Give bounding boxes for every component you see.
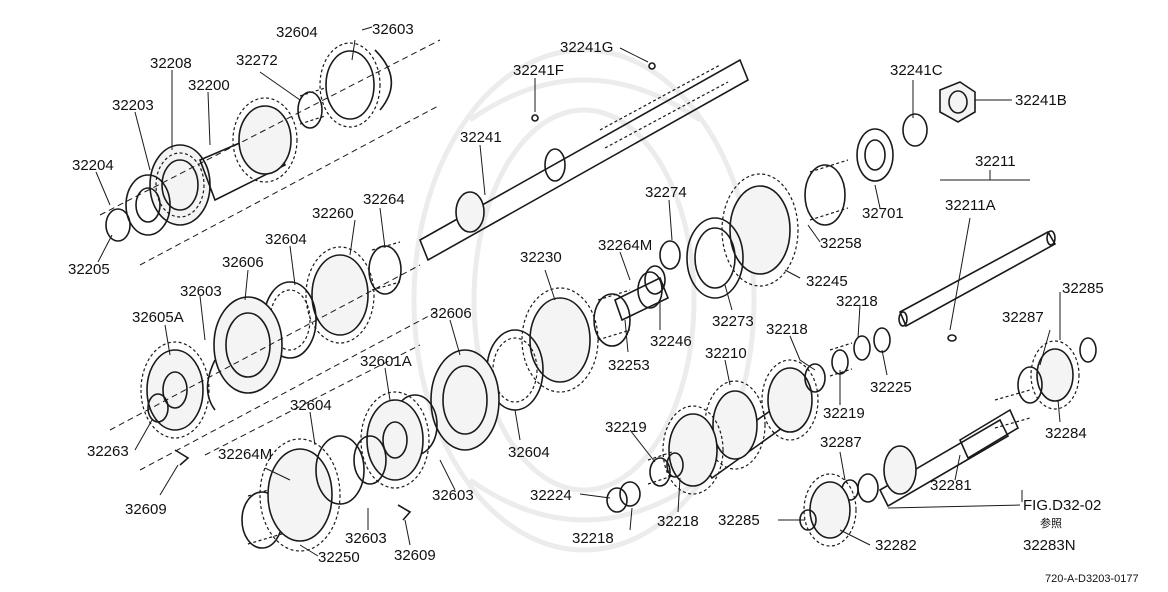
counter-gear-upper-right bbox=[644, 159, 849, 299]
fig-reference-code: 32283N bbox=[1023, 537, 1076, 554]
reference-callout: FIG.D32-02 参照 32283N bbox=[1023, 497, 1101, 554]
label-32264: 32264 bbox=[363, 191, 405, 208]
label-32219-a: 32219 bbox=[823, 405, 865, 422]
label-32253: 32253 bbox=[608, 357, 650, 374]
reverse-gear-assembly bbox=[799, 337, 1097, 547]
label-32211: 32211 bbox=[975, 153, 1016, 170]
label-32241C: 32241C bbox=[890, 62, 943, 79]
label-32273: 32273 bbox=[712, 313, 754, 330]
label-32281: 32281 bbox=[930, 477, 972, 494]
label-32241F: 32241F bbox=[513, 62, 564, 79]
image-code: 720-A-D3203-0177 bbox=[1045, 573, 1139, 585]
label-32210: 32210 bbox=[705, 345, 747, 362]
label-32250: 32250 bbox=[318, 549, 360, 566]
label-32218-b: 32218 bbox=[836, 293, 878, 310]
locknut-and-washer bbox=[856, 81, 976, 182]
label-32241B: 32241B bbox=[1015, 92, 1067, 109]
label-32208: 32208 bbox=[150, 55, 192, 72]
label-32218-a: 32218 bbox=[766, 321, 808, 338]
gear-cluster-center bbox=[360, 271, 670, 489]
label-32245: 32245 bbox=[806, 273, 848, 290]
reverse-idler-shaft-32211 bbox=[898, 230, 1057, 342]
label-32258: 32258 bbox=[820, 235, 862, 252]
label-32287-low: 32287 bbox=[820, 434, 862, 451]
part-labels: 32604 32603 32208 32272 32203 32200 3220… bbox=[68, 21, 1104, 566]
label-32218-d: 32218 bbox=[657, 513, 699, 530]
label-32263: 32263 bbox=[87, 443, 129, 460]
label-32284: 32284 bbox=[1045, 425, 1087, 442]
label-32204: 32204 bbox=[72, 157, 114, 174]
label-32604-top: 32604 bbox=[276, 24, 318, 41]
label-32606-left: 32606 bbox=[222, 254, 264, 271]
label-32701: 32701 bbox=[862, 205, 904, 222]
label-32246: 32246 bbox=[650, 333, 692, 350]
label-32274: 32274 bbox=[645, 184, 687, 201]
label-32219-b: 32219 bbox=[605, 419, 647, 436]
label-32241G: 32241G bbox=[560, 39, 613, 56]
label-32603-low: 32603 bbox=[432, 487, 474, 504]
label-32603-bottom: 32603 bbox=[345, 530, 387, 547]
label-32272: 32272 bbox=[236, 52, 278, 69]
main-shaft-32241 bbox=[418, 58, 750, 262]
label-32224: 32224 bbox=[530, 487, 572, 504]
label-32230: 32230 bbox=[520, 249, 562, 266]
watermark-emblem bbox=[411, 47, 757, 553]
label-32601A: 32601A bbox=[360, 353, 412, 370]
label-32603-top: 32603 bbox=[372, 21, 414, 38]
label-32282: 32282 bbox=[875, 537, 917, 554]
label-32203: 32203 bbox=[112, 97, 154, 114]
fig-reference: FIG.D32-02 bbox=[1023, 497, 1101, 514]
leader-lines bbox=[95, 26, 1061, 557]
label-32285-low: 32285 bbox=[718, 512, 760, 529]
synchro-assembly-left bbox=[109, 241, 441, 471]
label-32606-mid: 32606 bbox=[430, 305, 472, 322]
label-32264M-low: 32264M bbox=[218, 446, 272, 463]
label-32264M-mid: 32264M bbox=[598, 237, 652, 254]
label-32609-bottom: 32609 bbox=[394, 547, 436, 564]
label-32211A: 32211A bbox=[945, 197, 996, 214]
label-32605A: 32605A bbox=[132, 309, 184, 326]
label-32604-lower: 32604 bbox=[290, 397, 332, 414]
label-32604-low: 32604 bbox=[508, 444, 550, 461]
counter-shaft-32210 bbox=[606, 359, 819, 513]
input-shaft-assembly bbox=[99, 39, 441, 266]
label-32285-top: 32285 bbox=[1062, 280, 1104, 297]
label-32287-top: 32287 bbox=[1002, 309, 1044, 326]
first-gear-assembly bbox=[204, 344, 421, 552]
label-32604-mid: 32604 bbox=[265, 231, 307, 248]
label-32260: 32260 bbox=[312, 205, 354, 222]
label-32603-left: 32603 bbox=[180, 283, 222, 300]
label-32241: 32241 bbox=[460, 129, 502, 146]
label-32609-left: 32609 bbox=[125, 501, 167, 518]
label-32218-c: 32218 bbox=[572, 530, 614, 547]
label-32225: 32225 bbox=[870, 379, 912, 396]
fig-reference-note: 参照 bbox=[1040, 516, 1062, 530]
label-32200: 32200 bbox=[188, 77, 230, 94]
label-32205: 32205 bbox=[68, 261, 110, 278]
